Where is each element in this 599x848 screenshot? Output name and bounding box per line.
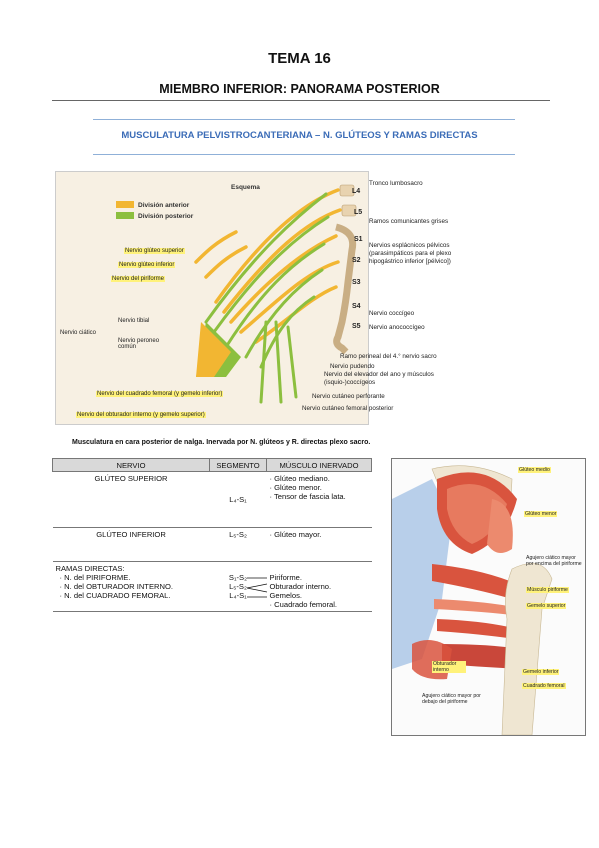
header-segmento: SEGMENTO — [209, 458, 267, 472]
label-ramos: Ramos comunicantes grises — [369, 218, 449, 225]
label-coccigeo: Nervio coccígeo — [369, 310, 415, 317]
label-cuadrado-nerve: Nervio del cuadrado femoral (y gemelo in… — [96, 391, 224, 397]
table-row: RAMAS DIRECTAS: · N. del PIRIFORME. · N.… — [52, 561, 372, 612]
rama-segmento: L₅-S₂ — [229, 582, 247, 591]
legend-swatch-anterior — [116, 201, 134, 208]
table-row: GLÚTEO INFERIOR L₅-S₂ · Glúteo mayor. — [52, 527, 372, 562]
label-obturador-nerve: Nervio del obturador interno (y gemelo s… — [76, 412, 206, 418]
level-label: L4 — [352, 188, 360, 195]
legend-swatch-posterior — [116, 212, 134, 219]
section-rule-top — [93, 119, 515, 120]
cell-segmento: L₄-S₁ — [209, 471, 267, 528]
label-gluteo-inferior: Nervio glúteo inferior — [118, 262, 176, 268]
sacral-plexus-illustration: Esquema División anterior División poste… — [116, 184, 363, 404]
label-agujero-encima: Agujero ciático mayor por encima del pir… — [526, 555, 582, 567]
rama-nervio: · N. del CUADRADO FEMORAL. — [59, 591, 171, 600]
gluteal-muscles-figure: Glúteo medio Glúteo menor Agujero ciátic… — [391, 458, 586, 736]
level-label: S3 — [352, 279, 361, 286]
label-gluteo-menor: Glúteo menor — [524, 511, 558, 517]
label-pudendo: Nervio pudendo — [330, 363, 375, 370]
label-gluteo-superior: Nervio glúteo superior — [124, 248, 185, 254]
muscle-item: · Glúteo mayor. — [269, 530, 322, 539]
label-elevador: Nervio del elevador del ano y músculos (… — [324, 371, 434, 386]
cell-ramas-segmento: S₁-S₂ L₅-S₂ L₄-S₁ — [209, 561, 267, 612]
cell-segmento: L₅-S₂ — [209, 527, 267, 562]
header-musculo: MÚSCULO INERVADO — [266, 458, 372, 472]
legend-label-posterior: División posterior — [138, 213, 194, 220]
rama-segmento: S₁-S₂ — [228, 573, 248, 582]
rama-musculo: Piriforme. — [269, 573, 303, 582]
cell-ramas-musculos: Piriforme. Obturador interno. Gemelos. ·… — [246, 561, 372, 612]
label-obturador-interno: Obturador interno — [432, 661, 466, 673]
label-gemelo-superior: Gemelo superior — [526, 603, 567, 609]
section-title: MUSCULATURA PELVISTROCANTERIANA – N. GLÚ… — [121, 130, 478, 141]
rama-nervio: · N. del PIRIFORME. — [59, 573, 131, 582]
muscle-item: · Tensor de fascia lata. — [269, 492, 346, 501]
rama-segmento: L₄-S₁ — [229, 591, 247, 600]
cell-ramas: RAMAS DIRECTAS: · N. del PIRIFORME. · N.… — [52, 561, 210, 612]
level-label: S5 — [352, 323, 361, 330]
muscle-item: · Glúteo menor. — [269, 483, 322, 492]
figure-caption: Musculatura en cara posterior de nalga. … — [72, 439, 371, 446]
rama-musculo: Gemelos. — [269, 591, 303, 600]
sacrum-bones — [333, 184, 357, 355]
section-rule-bottom — [93, 154, 515, 155]
label-agujero-debajo: Agujero ciático mayor por debajo del pir… — [422, 693, 481, 705]
arrows-icon — [246, 577, 267, 598]
label-gemelo-inferior: Gemelo inferior — [522, 669, 560, 675]
sacral-plexus-figure: Esquema División anterior División poste… — [55, 171, 369, 425]
page-subtitle: MIEMBRO INFERIOR: PANORAMA POSTERIOR — [159, 82, 440, 96]
label-ciatico: Nervio ciático — [60, 330, 97, 336]
label-peroneo: Nervio peroneo común — [118, 338, 160, 350]
rama-musculo: Obturador interno. — [269, 582, 332, 591]
label-femoral-posterior: Nervio cutáneo femoral posterior — [302, 405, 394, 412]
label-cuadrado-femoral: Cuadrado femoral — [522, 683, 566, 689]
table-row: GLÚTEO SUPERIOR L₄-S₁ · Glúteo mediano. … — [52, 471, 372, 528]
ramas-title: RAMAS DIRECTAS: — [55, 564, 125, 573]
legend-label-anterior: División anterior — [138, 202, 190, 209]
label-musculo-piriforme: Músculo piriforme — [526, 587, 569, 593]
level-label: S1 — [354, 236, 363, 243]
level-label: S2 — [352, 257, 361, 264]
cell-nervio: GLÚTEO INFERIOR — [52, 527, 210, 562]
rama-nervio: · N. del OBTURADOR INTERNO. — [59, 582, 174, 591]
spinal-level-labels: L4 L5 S1 S2 S3 S4 S5 — [352, 188, 363, 330]
label-perforante: Nervio cutáneo perforante — [312, 393, 385, 400]
sciatic-nerve — [196, 322, 241, 377]
level-label: S4 — [352, 303, 361, 310]
posterior-divisions — [204, 192, 330, 404]
table-header-row: NERVIO SEGMENTO MÚSCULO INERVADO — [52, 458, 372, 472]
cell-nervio: GLÚTEO SUPERIOR — [52, 471, 210, 528]
label-perineal: Ramo perineal del 4.° nervio sacro — [340, 353, 437, 360]
level-label: L5 — [354, 209, 362, 216]
header-nervio: NERVIO — [52, 458, 210, 472]
label-anococcigeo: Nervio anococcígeo — [369, 324, 425, 331]
cell-musculos: · Glúteo mediano. · Glúteo menor. · Tens… — [266, 471, 372, 528]
title-divider — [52, 100, 550, 101]
gluteal-muscles-illustration — [392, 465, 553, 735]
label-tronco: Tronco lumbosacro — [369, 180, 423, 187]
muscle-item: · Glúteo mediano. — [269, 474, 330, 483]
rama-musculo: · Cuadrado femoral. — [269, 600, 338, 609]
label-esplacnicos: Nervios esplácnicos pélvicos (parasimpát… — [369, 242, 452, 265]
figure-heading: Esquema — [231, 184, 260, 191]
anterior-divisions — [194, 188, 342, 344]
label-piriforme-nerve: Nervio del piriforme — [111, 276, 166, 282]
label-tibial: Nervio tibial — [118, 318, 150, 324]
cell-musculos: · Glúteo mayor. — [266, 527, 372, 562]
page-title: TEMA 16 — [268, 50, 331, 67]
innervation-table: NERVIO SEGMENTO MÚSCULO INERVADO GLÚTEO … — [52, 458, 372, 612]
label-gluteo-medio: Glúteo medio — [518, 467, 551, 473]
